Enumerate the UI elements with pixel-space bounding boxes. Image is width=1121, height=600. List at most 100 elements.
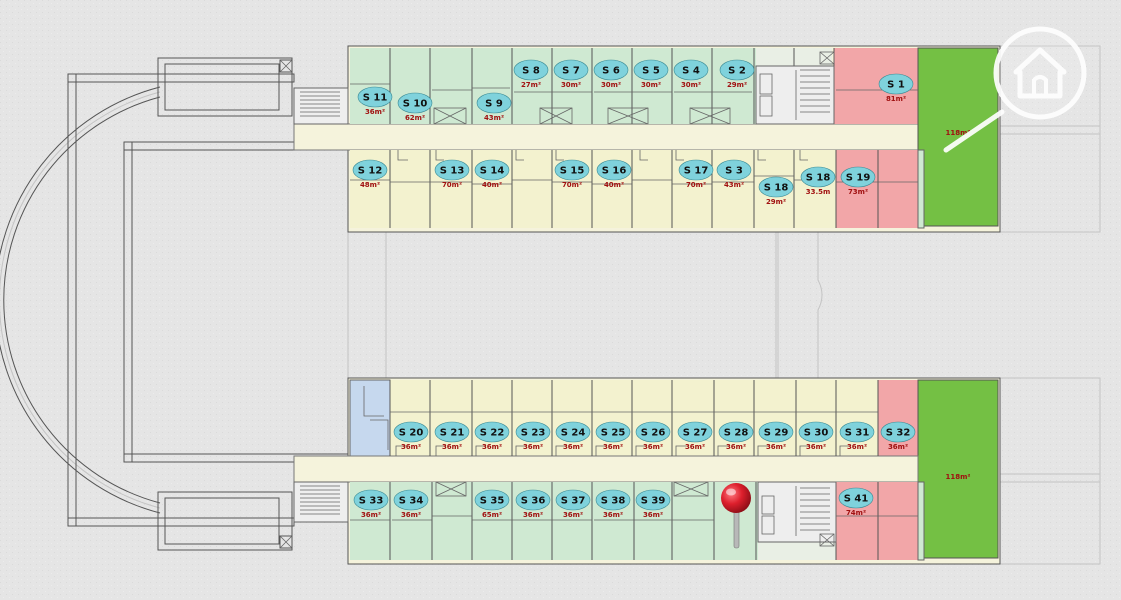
unit-id: S 34 [399, 496, 424, 507]
unit-id: S 32 [886, 428, 911, 439]
top-terrace-area: 118m² [946, 129, 971, 137]
unit-label-oval [839, 421, 875, 443]
unit-label-oval [474, 159, 510, 181]
unit-s39[interactable]: S 39 36m² [635, 489, 671, 519]
unit-label-oval [595, 489, 631, 511]
unit-label-oval [719, 59, 755, 81]
unit-label-oval [397, 92, 433, 114]
unit-area: 36m² [523, 511, 543, 519]
unit-area: 62m² [405, 114, 425, 122]
unit-area: 65m² [482, 511, 502, 519]
unit-id: S 25 [601, 428, 626, 439]
unit-label-oval [798, 421, 834, 443]
unit-label-oval [678, 159, 714, 181]
unit-id: S 1 [887, 80, 905, 91]
unit-id: S 39 [641, 496, 666, 507]
unit-id: S 16 [602, 166, 627, 177]
unit-id: S 6 [602, 66, 620, 77]
unit-area: 73m² [848, 188, 868, 196]
unit-id: S 21 [440, 428, 465, 439]
unit-s22[interactable]: S 22 36m² [474, 421, 510, 451]
unit-s32[interactable]: S 32 36m² [880, 421, 916, 451]
unit-id: S 41 [844, 494, 869, 505]
unit-label-oval [554, 159, 590, 181]
unit-label-oval [878, 73, 914, 95]
unit-s13[interactable]: S 13 70m² [434, 159, 470, 189]
bottom-terrace-area: 118m² [946, 473, 971, 481]
unit-area: 40m² [604, 181, 624, 189]
unit-id: S 9 [485, 99, 503, 110]
unit-area: 36m² [603, 511, 623, 519]
unit-label-oval [474, 489, 510, 511]
unit-s6[interactable]: S 6 30m² [593, 59, 629, 89]
unit-area: 70m² [442, 181, 462, 189]
unit-area: 30m² [601, 81, 621, 89]
unit-area: 36m² [482, 443, 502, 451]
unit-area: 36m² [361, 511, 381, 519]
unit-label-oval [555, 489, 591, 511]
unit-s5[interactable]: S 5 30m² [633, 59, 669, 89]
unit-label-oval [353, 489, 389, 511]
unit-label-oval [513, 59, 549, 81]
unit-label-oval [838, 487, 874, 509]
unit-label-oval [633, 59, 669, 81]
unit-s21[interactable]: S 21 36m² [434, 421, 470, 451]
unit-label-oval [880, 421, 916, 443]
unit-area: 70m² [562, 181, 582, 189]
unit-id: S 22 [480, 428, 505, 439]
unit-id: S 31 [845, 428, 870, 439]
unit-area: 36m² [563, 511, 583, 519]
unit-label-oval [474, 421, 510, 443]
unit-id: S 13 [440, 166, 465, 177]
unit-label-oval [352, 159, 388, 181]
unit-label-oval [800, 166, 836, 188]
unit-label-oval [476, 92, 512, 114]
unit-label-oval [758, 176, 794, 198]
unit-area: 36m² [643, 511, 663, 519]
unit-label-oval [553, 59, 589, 81]
unit-id: S 5 [642, 66, 660, 77]
unit-area: 36m² [442, 443, 462, 451]
home-magnifier-icon[interactable] [943, 26, 1087, 153]
unit-s16[interactable]: S 16 40m² [596, 159, 632, 189]
unit-area: 36m² [888, 443, 908, 451]
unit-area: 30m² [641, 81, 661, 89]
map-pin-icon[interactable] [721, 483, 751, 549]
unit-label-oval [434, 421, 470, 443]
unit-area: 36m² [523, 443, 543, 451]
unit-id: S 18 [806, 173, 831, 184]
